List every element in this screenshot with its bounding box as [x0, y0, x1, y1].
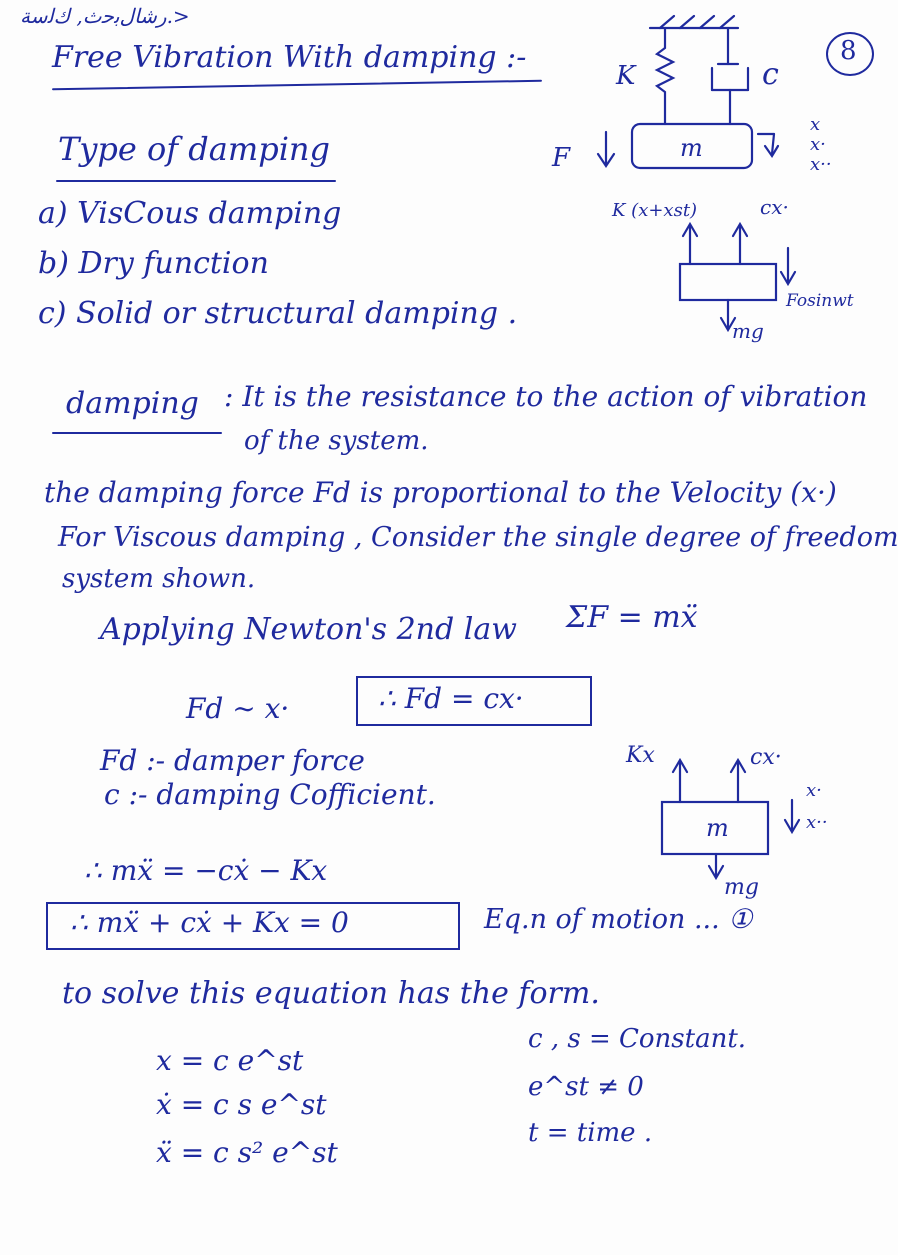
- paragraph-line3: system shown.: [62, 564, 256, 594]
- fbd2-mass-label: m: [706, 814, 729, 842]
- title-underline: [52, 79, 542, 91]
- disp-label-x: x: [810, 114, 820, 135]
- type-item-c: c) Solid or structural damping .: [38, 296, 518, 331]
- fbd-diagram: Kx cx· m x· x·· mg: [625, 743, 828, 900]
- damper-label: c: [762, 57, 779, 92]
- equation-motion-step: ∴ mẍ = −cẋ − Kx: [84, 854, 328, 887]
- definition-term: damping: [66, 386, 199, 421]
- solution-x: x = c e^st: [156, 1044, 304, 1077]
- note-constants: c , s = Constant.: [528, 1024, 747, 1054]
- disp-label-xdot: x·: [810, 134, 826, 155]
- fbd-applied-force: Fosinwt: [785, 291, 854, 311]
- def-fd: Fd :- damper force: [100, 744, 365, 777]
- type-item-a: a) VisCous damping: [38, 196, 342, 231]
- note-exponential: e^st ≠ 0: [528, 1072, 644, 1102]
- types-heading: Type of damping: [58, 130, 331, 168]
- solve-text: to solve this equation has the form.: [62, 976, 600, 1011]
- newton-text: Applying Newton's 2nd law: [100, 612, 517, 647]
- proportional-relation: Fd ∼ x·: [186, 692, 290, 725]
- damping-force-equation: ∴ Fd = cx·: [378, 682, 524, 715]
- fbd2-disp-xddot: x··: [806, 812, 828, 833]
- newton-equation: ΣF = mẍ: [566, 600, 698, 635]
- page-number-circle: [826, 32, 874, 76]
- type-item-b: b) Dry function: [38, 246, 269, 281]
- fbd-weight: mg: [732, 319, 764, 343]
- types-heading-underline: [56, 180, 336, 182]
- page-title: Free Vibration With damping :-: [52, 40, 527, 75]
- note-time: t = time .: [528, 1118, 653, 1148]
- damping-force-box: [356, 676, 592, 726]
- spring-label: K: [615, 61, 637, 91]
- fbd2-damper-force: cx·: [750, 745, 782, 770]
- paragraph-line2: For Viscous damping , Consider the singl…: [58, 522, 898, 553]
- definition-line2: of the system.: [244, 426, 429, 456]
- disp-label-xddot: x··: [810, 154, 832, 175]
- solution-xdot: ẋ = c s e^st: [156, 1088, 327, 1121]
- system-diagram: K c m F x x· x·· K (x+xst) cx· Fosinwt m…: [551, 14, 854, 343]
- fbd-spring-force: K (x+xst): [611, 200, 697, 221]
- force-label: F: [551, 143, 571, 173]
- definition-line1: : It is the resistance to the action of …: [224, 380, 868, 413]
- header-scribble: ﺭﺷﺎﻝﺑﺣﺙ, ﻙﻟﺳﺔ.>: [20, 4, 190, 28]
- mass-label: m: [680, 134, 703, 162]
- equation-motion: ∴ mẍ + cẋ + Kx = 0: [70, 906, 349, 939]
- paragraph-line1: the damping force Fd is proportional to …: [44, 476, 837, 509]
- definition-term-underline: [52, 432, 222, 434]
- fbd2-disp-xdot: x·: [806, 780, 822, 801]
- equation-motion-label: Eq.n of motion ... ①: [484, 904, 753, 935]
- fbd2-spring-force: Kx: [625, 743, 655, 768]
- equation-motion-box: [46, 902, 460, 950]
- fbd-damper-force: cx·: [760, 195, 789, 219]
- def-c: c :- damping Cofficient.: [104, 778, 436, 811]
- fbd2-weight: mg: [724, 875, 759, 900]
- page-number: 8: [840, 36, 857, 66]
- solution-xddot: ẍ = c s² e^st: [156, 1136, 338, 1169]
